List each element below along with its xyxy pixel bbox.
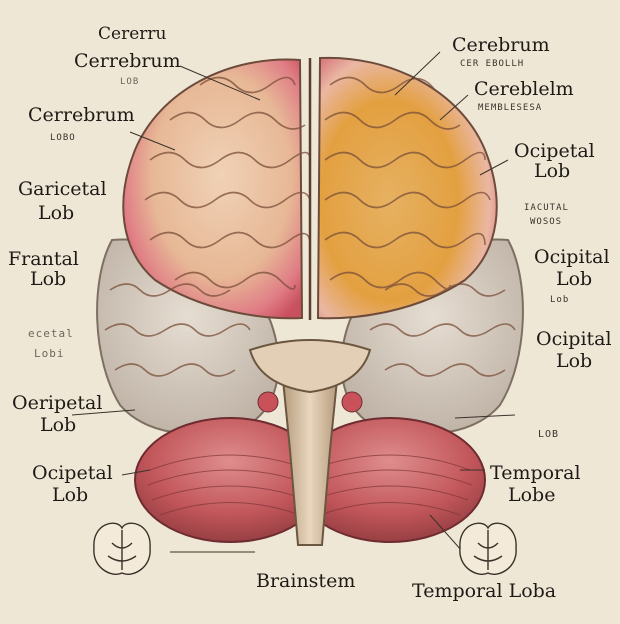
label-ocipetal-left: Ocipetal xyxy=(32,462,113,484)
label-temporal-loba: Temporal Loba xyxy=(412,580,557,602)
right-section-icon xyxy=(459,522,517,575)
label-iacutal: IACUTAL xyxy=(524,203,569,213)
label-cerrebrum-left: Cerrebrum xyxy=(28,104,135,126)
label-ocipetal-right: Ocipetal xyxy=(514,140,595,162)
label-cerebrum-right: Cerebrum xyxy=(452,34,550,56)
label-ocipital-2-lob: Lob xyxy=(556,350,593,372)
label-cerrebrum-left-sub: LOBO xyxy=(50,133,76,143)
label-ocipital-1: Ocipital xyxy=(534,246,610,268)
label-wosos: WOSOS xyxy=(530,217,563,227)
label-garicetal: Garicetal xyxy=(18,178,107,200)
label-cerrebrum-top: Cerrebrum xyxy=(74,50,181,72)
left-section-icon xyxy=(93,522,151,575)
label-ocipetal-right-lob: Lob xyxy=(534,160,571,182)
label-frantal-lob: Lob xyxy=(30,268,67,290)
label-ecetal: ecetal xyxy=(28,327,74,340)
label-cererru: Cererru xyxy=(98,24,167,44)
label-temporal: Temporal xyxy=(490,462,581,484)
label-garicetal-lob: Lob xyxy=(38,202,75,224)
label-cereblelm: Cereblelm xyxy=(474,78,574,100)
label-temporal-lobe: Lobe xyxy=(508,484,556,506)
label-ocipital-1-lob: Lob xyxy=(556,268,593,290)
label-ocipital-2: Ocipital xyxy=(536,328,612,350)
label-lob-right: LOB xyxy=(538,429,560,440)
label-oeripetal-lob: Lob xyxy=(40,414,77,436)
label-ocipetal-left-lob: Lob xyxy=(52,484,89,506)
label-cerrebrum-top-sub: LOB xyxy=(120,77,140,87)
label-oeripetal: Oeripetal xyxy=(12,392,103,414)
label-ocipital-1-sub: Lob xyxy=(550,295,570,305)
label-ecetal-lobi: Lobi xyxy=(34,347,65,360)
label-brainstem: Brainstem xyxy=(256,570,356,592)
label-cerebrum-right-sub: CER EBOLLH xyxy=(460,59,525,69)
label-frantal: Frantal xyxy=(8,248,79,270)
label-cereblelm-sub: MEMBLESESA xyxy=(478,103,543,113)
